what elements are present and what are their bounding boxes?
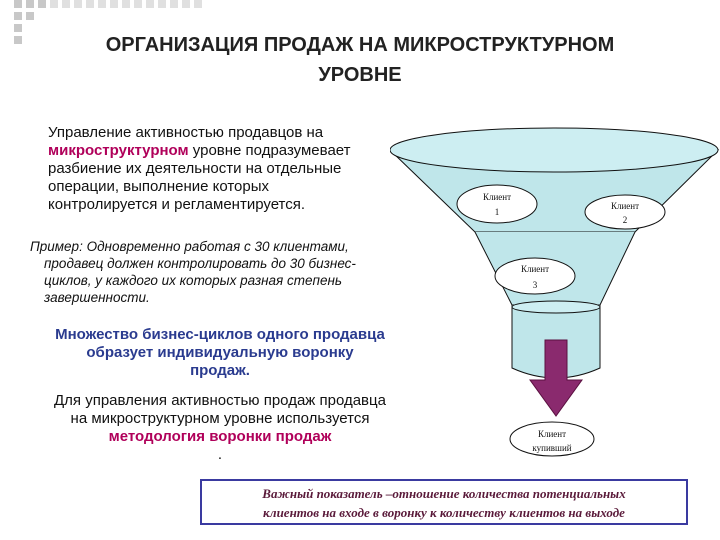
set-line3: продаж.	[190, 362, 250, 379]
intro-line5: контролируется и регламентируется.	[48, 196, 306, 213]
method-highlight: методология воронки продаж	[108, 428, 332, 445]
example-line3: циклов, у каждого их которых разная степ…	[44, 273, 342, 288]
example-paragraph: Пример: Одновременно работая с 30 клиент…	[30, 238, 420, 306]
example-line2: продавец должен контролировать до 30 биз…	[44, 256, 356, 271]
sales-funnel-diagram: Клиент 1 Клиент 2 Клиент 3 Клиент купивш…	[390, 127, 720, 457]
intro-line2-rest: уровне подразумевает	[188, 142, 351, 159]
note-line1: Важный показатель –отношение количества …	[262, 486, 626, 501]
buyer-sub: купивший	[532, 443, 571, 453]
client-2-name: Клиент	[611, 201, 639, 211]
intro-line4: операции, выполнение которых	[48, 178, 270, 195]
corner-squares-decoration	[14, 0, 202, 44]
intro-highlight: микроструктурном	[48, 142, 189, 159]
slide-title-line2: УРОВНЕ	[318, 64, 402, 86]
set-paragraph: Множество бизнес-циклов одного продавца …	[20, 326, 420, 380]
method-line1: Для управления активностью продаж продав…	[54, 392, 386, 409]
client-2-ellipse	[584, 194, 666, 230]
client-1-ellipse	[456, 184, 538, 224]
client-3-ellipse	[494, 257, 576, 295]
intro-line1: Управление активностью продавцов на	[48, 124, 324, 141]
client-3-num: 3	[533, 280, 538, 290]
example-line4: завершенности.	[44, 290, 150, 305]
slide-title: ОРГАНИЗАЦИЯ ПРОДАЖ НА МИКРОСТРУКТУРНОМ У…	[30, 30, 690, 90]
method-end: .	[217, 446, 223, 463]
method-paragraph: Для управления активностью продаж продав…	[20, 392, 420, 464]
slide-title-line1: ОРГАНИЗАЦИЯ ПРОДАЖ НА МИКРОСТРУКТУРНОМ	[105, 34, 615, 56]
key-metric-note: Важный показатель –отношение количества …	[200, 479, 688, 525]
buyer-name: Клиент	[538, 429, 566, 439]
funnel-rim	[390, 127, 719, 173]
client-1-num: 1	[495, 207, 500, 217]
client-2-num: 2	[623, 215, 628, 225]
funnel-down-arrow	[529, 339, 583, 417]
client-3-name: Клиент	[521, 264, 549, 274]
buyer-ellipse	[509, 421, 595, 457]
set-line1: Множество бизнес-циклов одного продавца	[55, 326, 385, 343]
method-line2: на микроструктурном уровне используется	[70, 410, 370, 427]
client-1-name: Клиент	[483, 192, 511, 202]
intro-line2: микроструктурном уровне подразумевает	[48, 142, 408, 160]
funnel-neck-top	[511, 300, 601, 314]
intro-line3: разбиение их деятельности на отдельные	[48, 160, 342, 177]
intro-paragraph: Управление активностью продавцов на микр…	[48, 124, 408, 214]
set-line2: образует индивидуальную воронку	[86, 344, 354, 361]
method-line3: методология воронки продаж.	[20, 428, 420, 464]
note-line2: клиентов на входе в воронку к количеству…	[263, 505, 625, 520]
example-line1: Пример: Одновременно работая с 30 клиент…	[30, 239, 349, 254]
